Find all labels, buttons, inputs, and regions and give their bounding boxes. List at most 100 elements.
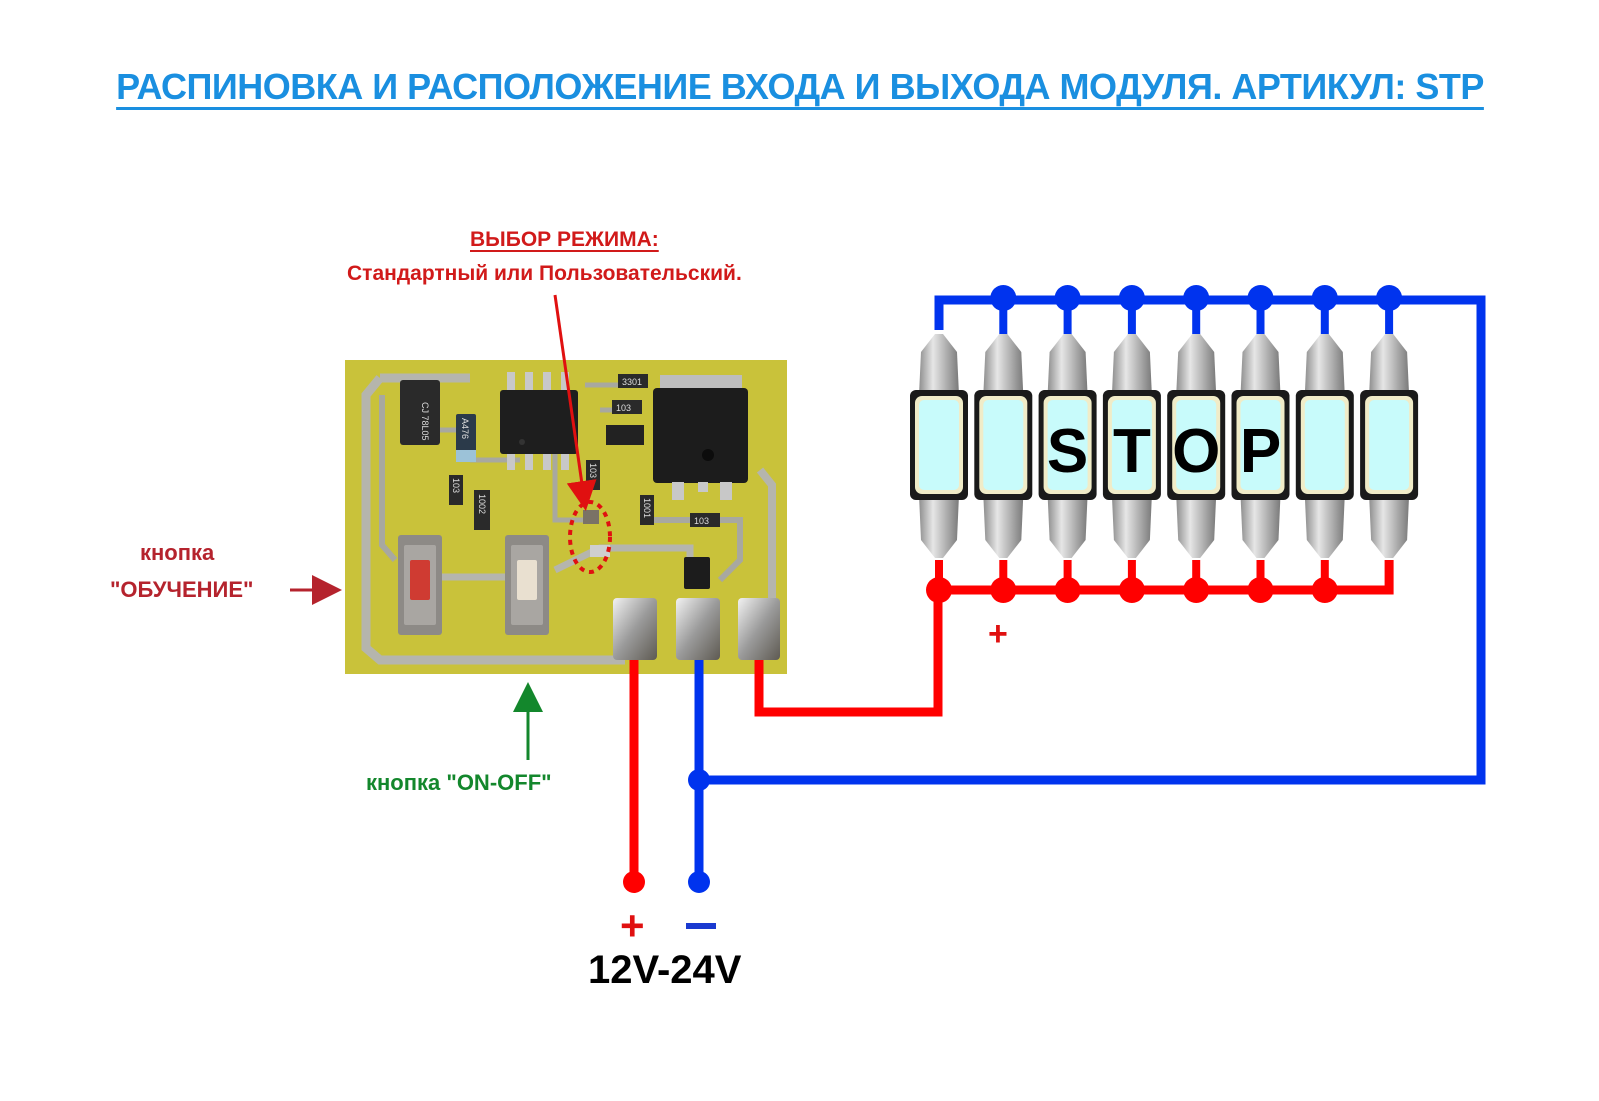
resistor-marking: 103 xyxy=(451,478,461,493)
mode-select-arrow xyxy=(553,294,597,511)
onoff-button[interactable] xyxy=(505,535,549,635)
lamp-cap-bottom xyxy=(1369,495,1410,558)
junction-negative xyxy=(1247,285,1274,311)
resistor-marking: 1002 xyxy=(477,494,487,514)
resistor-body xyxy=(449,475,463,505)
junction-negative xyxy=(1118,285,1145,311)
junction-positive xyxy=(1311,577,1338,603)
ic-pin xyxy=(543,452,551,470)
resistor-body xyxy=(640,495,654,525)
lamp-led-glass xyxy=(1111,400,1152,490)
voltage-regulator-chip xyxy=(400,380,440,445)
transistor-small xyxy=(606,425,644,445)
onoff-button-cap[interactable] xyxy=(517,560,537,600)
mode-jumper-pad[interactable] xyxy=(590,545,610,557)
resistor: 1001 xyxy=(640,495,654,525)
supply-plus-symbol: + xyxy=(620,902,645,949)
ic-pin xyxy=(507,372,515,392)
festoon-lamp xyxy=(1360,334,1419,558)
lamp-letter: P xyxy=(1240,417,1281,486)
junction-positive xyxy=(1247,577,1274,603)
ic-dot xyxy=(519,439,525,445)
ic-pin xyxy=(525,452,533,470)
transistor-sot23 xyxy=(684,557,710,589)
lamp-cap-top xyxy=(1047,334,1088,395)
supply-minus-symbol xyxy=(686,923,716,929)
festoon-lamp xyxy=(974,334,1033,558)
terminal-minus xyxy=(688,871,710,893)
junction-negative xyxy=(1054,285,1081,311)
microcontroller-chip xyxy=(500,372,578,470)
lamp-letter: O xyxy=(1172,417,1220,486)
supply-voltage-label: 12V-24V xyxy=(588,948,742,992)
resistor: 103 xyxy=(612,400,642,414)
lamp-cap-top xyxy=(983,334,1024,395)
resistor: 3301 xyxy=(618,374,648,388)
lamp-led-glass xyxy=(1304,400,1345,490)
pad-output xyxy=(738,598,780,660)
festoon-lamp xyxy=(910,334,968,558)
learn-button-cap[interactable] xyxy=(410,560,430,600)
junction-negative xyxy=(1183,285,1210,311)
ic-pin xyxy=(561,452,569,470)
capacitor-band xyxy=(456,450,476,462)
led-plus-symbol: + xyxy=(988,615,1008,653)
resistor-marking: 103 xyxy=(616,403,631,413)
lamp-cap-bottom xyxy=(919,495,959,558)
regulator-marking: CJ 78L05 xyxy=(420,402,430,441)
ic-body xyxy=(500,390,578,454)
junction-negative xyxy=(688,769,710,791)
wire-negative-return xyxy=(699,295,1486,785)
lamp-cap-top xyxy=(1369,334,1410,395)
mosfet-body xyxy=(653,388,748,483)
lamp-led-glass xyxy=(919,400,959,490)
resistor-body xyxy=(690,513,720,527)
junction-negative xyxy=(1376,285,1403,311)
capacitor-marking: A476 xyxy=(460,418,470,439)
festoon-lamp: P xyxy=(1231,334,1290,558)
power-mosfet xyxy=(653,375,748,500)
pcb-trace-outer xyxy=(361,373,625,665)
lamp-cap-top xyxy=(1240,334,1281,395)
resistor-marking: 1001 xyxy=(642,498,652,518)
lamp-cap-top xyxy=(919,334,959,395)
junction-positive xyxy=(990,577,1017,603)
resistor-body xyxy=(618,374,648,388)
bus-negative xyxy=(934,295,1390,330)
lamp-led-glass xyxy=(983,400,1024,490)
lamp-cap-bottom xyxy=(1111,495,1152,558)
resistor: 103 xyxy=(690,513,720,527)
mosfet-pin xyxy=(720,482,732,500)
junction-positive xyxy=(1118,577,1145,603)
learn-button[interactable] xyxy=(398,535,442,635)
lamp-cap-bottom xyxy=(1176,495,1217,558)
lamp-cap-bottom xyxy=(983,495,1024,558)
festoon-lamp: O xyxy=(1167,334,1226,558)
ic-pin xyxy=(507,452,515,470)
pcb-trace xyxy=(756,467,776,615)
mosfet-dot xyxy=(702,449,714,461)
mode-jumper-pad[interactable] xyxy=(583,510,599,524)
lamp-letter: S xyxy=(1047,417,1088,486)
mosfet-pin xyxy=(672,482,684,500)
resistor-marking: 3301 xyxy=(622,377,642,387)
resistor-body xyxy=(474,490,490,530)
lamp-led-glass xyxy=(1369,400,1410,490)
lamp-cap-top xyxy=(1176,334,1217,395)
lamp-cap-bottom xyxy=(1047,495,1088,558)
onoff-button-label: кнопка "ON-OFF" xyxy=(366,770,552,795)
festoon-lamp xyxy=(1295,334,1354,558)
lamp-buses xyxy=(926,285,1403,603)
resistor: 103 xyxy=(586,460,600,490)
resistor: 1002 xyxy=(474,490,490,530)
mode-select-description: Стандартный или Пользовательский. xyxy=(347,262,742,285)
junction-positive xyxy=(1054,577,1081,603)
festoon-lamp: S xyxy=(1038,334,1097,558)
junction-negative xyxy=(990,285,1017,311)
lamp-cap-top xyxy=(1111,334,1152,395)
mode-select-heading: ВЫБОР РЕЖИМА: xyxy=(470,228,659,251)
resistor: 103 xyxy=(449,475,463,505)
ic-pin xyxy=(561,372,569,392)
